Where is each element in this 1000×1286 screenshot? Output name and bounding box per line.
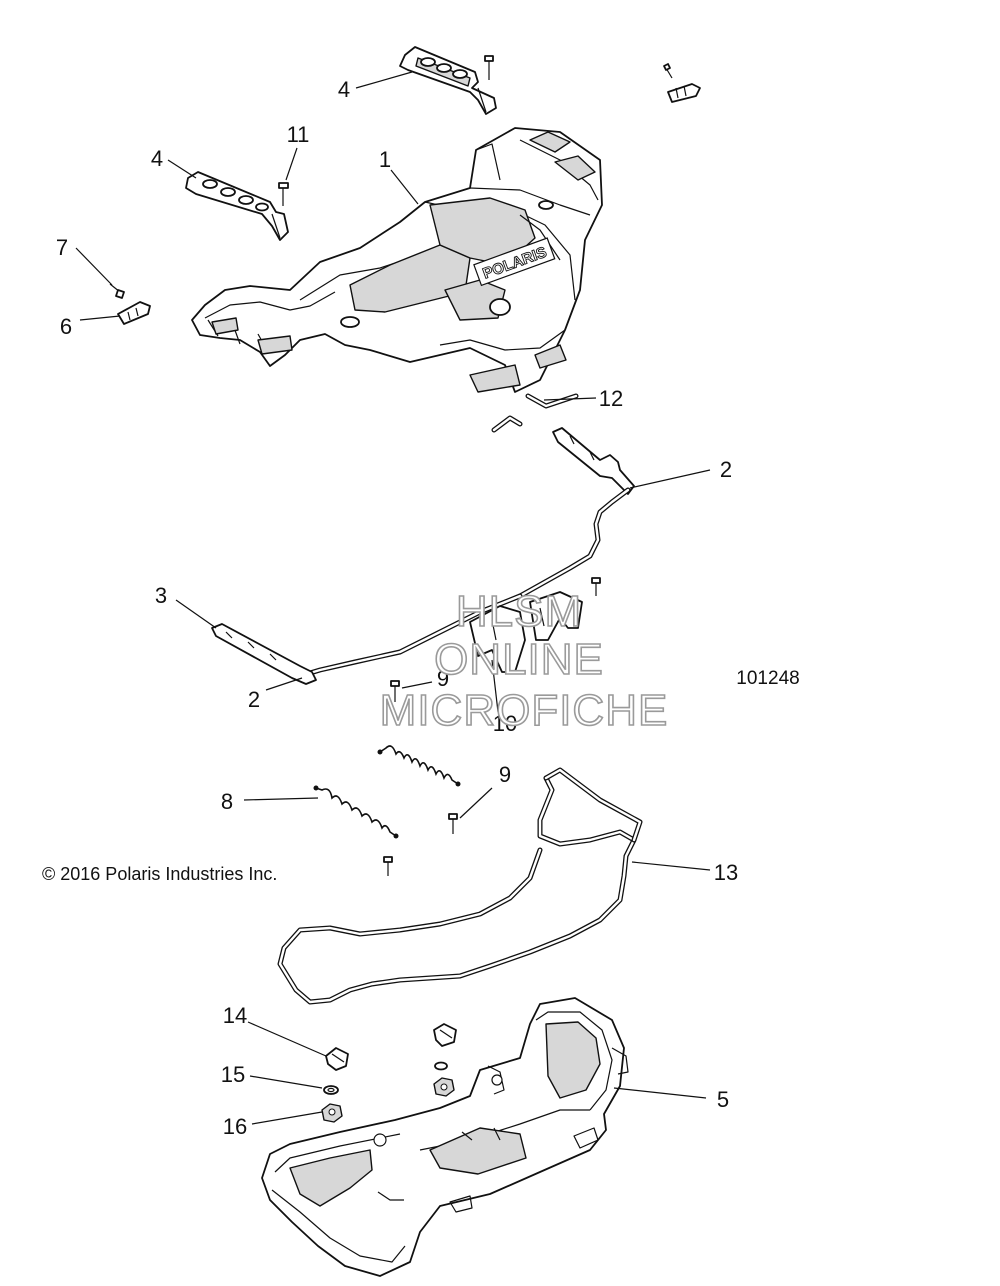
part-7-screw bbox=[109, 283, 125, 299]
callout-4-top: 4 bbox=[338, 77, 350, 102]
part-14-latch-right bbox=[433, 1023, 457, 1047]
callout-9-lower: 9 bbox=[499, 762, 511, 787]
part-14-latch-left bbox=[325, 1047, 349, 1071]
watermark-line-3: MICROFICHE bbox=[380, 686, 669, 735]
part-16-nut-right bbox=[433, 1077, 455, 1097]
callout-2-left: 2 bbox=[248, 687, 260, 712]
part-16-nut-left bbox=[321, 1103, 343, 1123]
callout-11: 11 bbox=[287, 122, 310, 147]
part-8-spring-upper bbox=[377, 745, 461, 787]
part-1-rear-body-panel: POLARIS bbox=[191, 127, 603, 393]
callout-5: 5 bbox=[717, 1087, 729, 1112]
callout-4-left: 4 bbox=[151, 146, 163, 171]
callout-12: 12 bbox=[599, 386, 623, 411]
figure-number: 101248 bbox=[736, 668, 799, 689]
callout-15: 15 bbox=[221, 1062, 245, 1087]
part-11-screw bbox=[278, 182, 289, 206]
callout-labels: 1 2 2 3 4 4 5 6 7 8 9 9 10 11 12 13 14 1… bbox=[56, 77, 738, 1139]
leader-lines bbox=[75, 71, 711, 1125]
callout-14: 14 bbox=[223, 1003, 247, 1028]
callout-16: 16 bbox=[223, 1114, 247, 1139]
callout-6: 6 bbox=[60, 314, 72, 339]
part-2-rail-center bbox=[297, 591, 583, 679]
callout-2-right: 2 bbox=[720, 457, 732, 482]
screw-top bbox=[484, 55, 494, 80]
part-15-washer-right bbox=[434, 1061, 448, 1071]
part-4-front-bracket bbox=[185, 171, 289, 241]
part-8-spring-lower bbox=[313, 785, 399, 839]
callout-1: 1 bbox=[379, 147, 391, 172]
callout-9-upper: 9 bbox=[437, 666, 449, 691]
part-6-clip bbox=[117, 301, 151, 325]
screw-bottom bbox=[383, 856, 393, 876]
callout-3: 3 bbox=[155, 583, 167, 608]
part-4-rear-bracket bbox=[399, 46, 497, 115]
part-13-wire-frame bbox=[277, 767, 643, 1005]
part-12-pins bbox=[491, 393, 579, 433]
copyright-notice: © 2016 Polaris Industries Inc. bbox=[42, 864, 277, 884]
part-15-washer-left bbox=[323, 1085, 339, 1095]
watermark-line-2: ONLINE bbox=[434, 635, 604, 684]
callout-10: 10 bbox=[493, 711, 517, 736]
callout-7: 7 bbox=[56, 235, 68, 260]
callout-8: 8 bbox=[221, 789, 233, 814]
part-2-rail-right bbox=[517, 427, 635, 599]
part-9-screw-lower bbox=[448, 813, 458, 834]
part-9-screw-upper bbox=[390, 680, 400, 702]
part-6-clip-top-right bbox=[663, 63, 701, 103]
watermark-line-1: HLSM bbox=[456, 587, 582, 636]
callout-13: 13 bbox=[714, 860, 738, 885]
rail-screws bbox=[591, 577, 601, 596]
part-5-storage-tray bbox=[261, 997, 629, 1277]
watermark: HLSM ONLINE MICROFICHE bbox=[379, 586, 669, 736]
part-3-rail-bracket bbox=[211, 623, 317, 685]
